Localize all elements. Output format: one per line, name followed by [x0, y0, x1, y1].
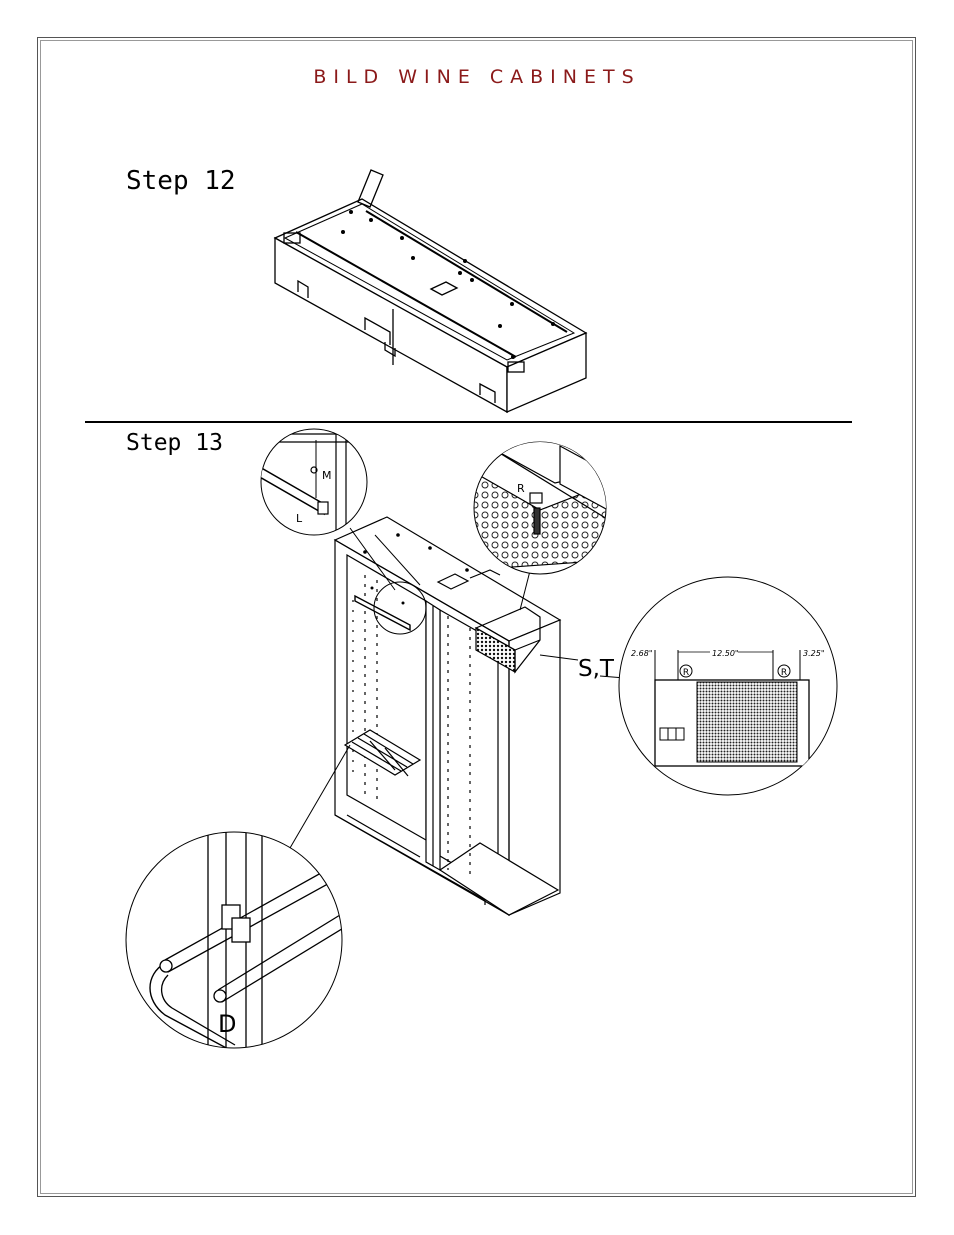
detail-fan-dimensions: R R 2.68" 12.50" 3.25"	[619, 577, 837, 795]
detail-m-highlight	[374, 582, 426, 634]
label-m: M	[322, 469, 332, 482]
step-12-base-drawing	[275, 170, 586, 412]
dim-center: 12.50"	[712, 649, 739, 658]
label-s-t: S,T	[578, 656, 615, 682]
cabinet-drawing	[335, 517, 560, 915]
detail-bar-hanger	[258, 428, 370, 540]
dim-circled-r-left: R	[683, 668, 689, 678]
dim-left: 2.68"	[631, 649, 653, 658]
label-r: R	[517, 482, 525, 495]
detail-fan-screw	[470, 420, 612, 574]
label-l: L	[296, 512, 303, 525]
dim-right: 3.25"	[803, 649, 825, 658]
dim-circled-r-right: R	[781, 668, 787, 678]
label-d: D	[218, 1010, 236, 1038]
